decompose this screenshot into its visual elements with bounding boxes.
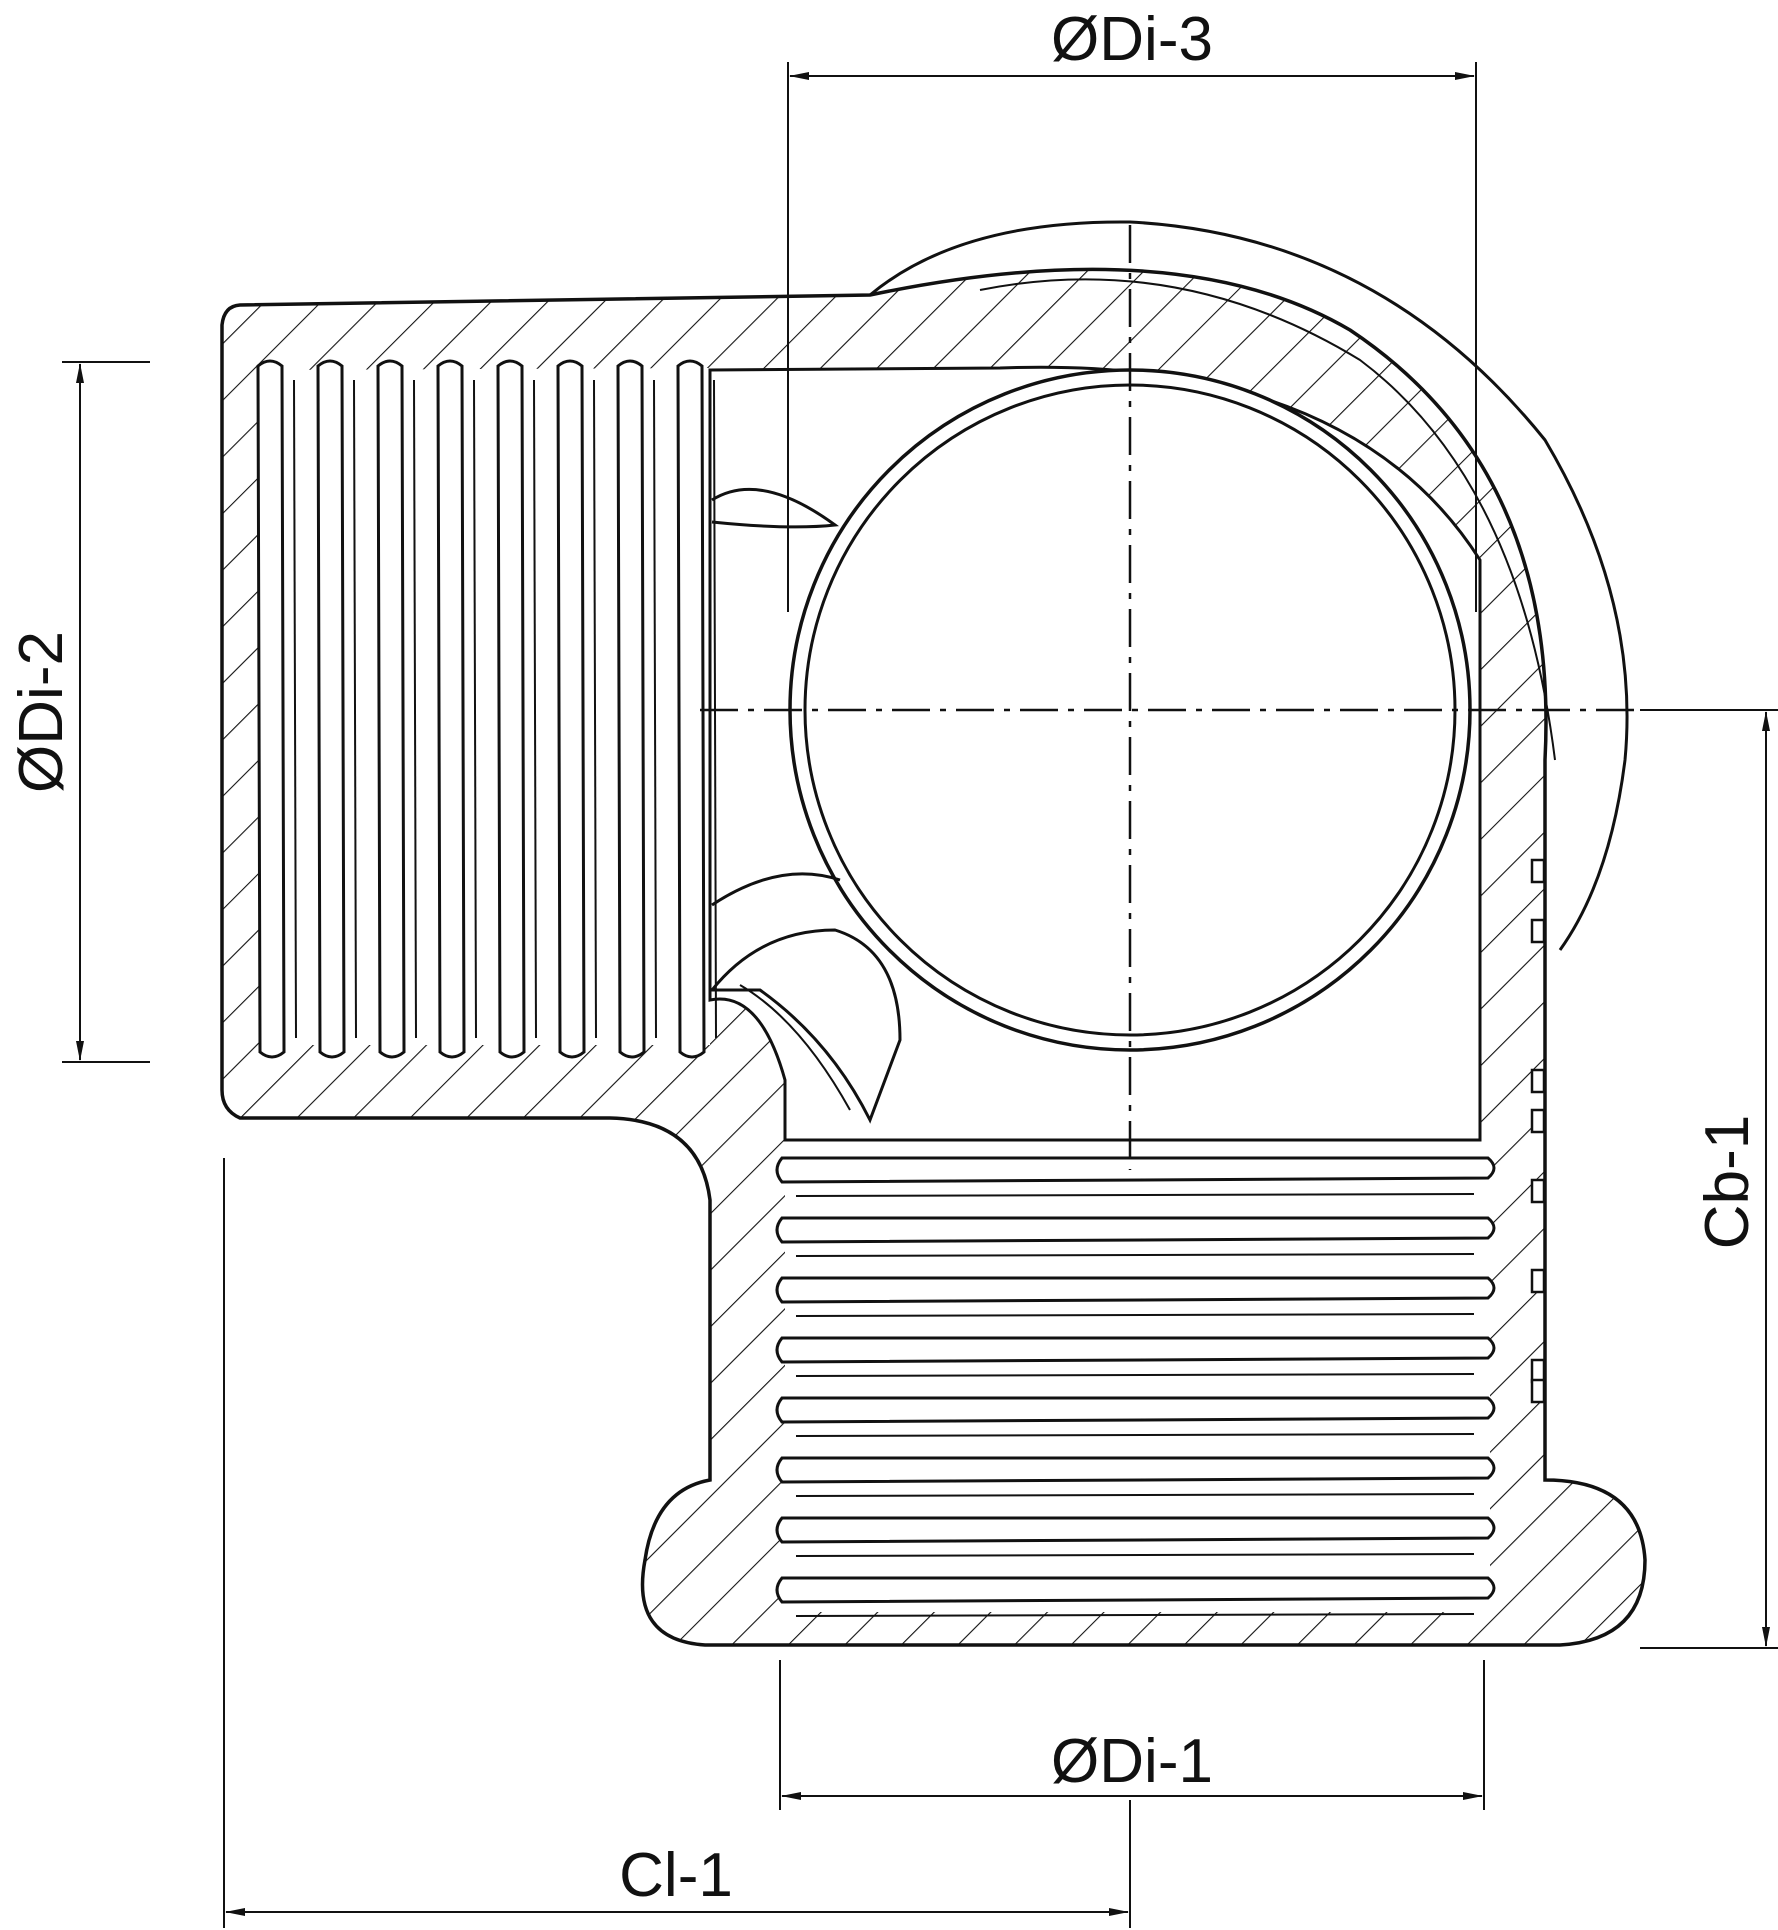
left-thread-crest: [676, 359, 706, 1059]
lower-port-edge: [739, 984, 851, 1111]
bottom-thread-root: [795, 1373, 1475, 1377]
left-thread-crest: [436, 359, 466, 1059]
lower-port-body: [708, 928, 902, 1124]
left-thread-root: [593, 379, 597, 1039]
left-thread-crest: [256, 359, 286, 1059]
left-thread-root: [353, 379, 357, 1039]
cb-1-label: Cb-1: [1693, 1115, 1762, 1249]
bottom-thread-crest: [775, 1456, 1496, 1484]
bottom-thread-crest: [775, 1516, 1496, 1544]
left-thread-root: [413, 379, 417, 1039]
left-thread-crest: [376, 359, 406, 1059]
lower-port-curve: [711, 872, 841, 907]
left-thread-root: [533, 379, 537, 1039]
bottom-thread-crest: [775, 1216, 1496, 1244]
bottom-thread-root: [795, 1253, 1475, 1257]
bottom-thread-crest: [775, 1396, 1496, 1424]
branch-inner-profile: [979, 278, 1556, 761]
surface-mark: [1530, 918, 1546, 944]
cl-1-label: Cl-1: [619, 1841, 733, 1910]
left-thread-root: [293, 379, 297, 1039]
left-thread-crest: [316, 359, 346, 1059]
bottom-thread-crest: [775, 1336, 1496, 1364]
bottom-thread: [775, 1156, 1496, 1617]
bottom-thread-root: [795, 1613, 1475, 1617]
surface-mark: [1530, 1108, 1546, 1134]
left-thread: [256, 359, 717, 1059]
surface-mark: [1530, 858, 1546, 884]
di-1-label: ØDi-1: [1051, 1727, 1213, 1796]
left-thread-crest: [616, 359, 646, 1059]
di-3-label: ØDi-3: [1051, 5, 1213, 74]
dimension-di-3: ØDi-3: [787, 5, 1477, 612]
dimension-cb-1: Cb-1: [1640, 709, 1778, 1649]
left-thread-crest: [496, 359, 526, 1059]
dimension-di-2: ØDi-2: [7, 361, 150, 1063]
surface-marks: [1530, 858, 1546, 1404]
bottom-thread-root: [795, 1493, 1475, 1497]
bottom-thread-root: [795, 1193, 1475, 1197]
bottom-thread-crest: [775, 1156, 1496, 1184]
bottom-thread-crest: [775, 1276, 1496, 1304]
surface-mark: [1530, 1358, 1546, 1384]
centre-lines: [700, 225, 1635, 1170]
surface-mark: [1530, 1178, 1546, 1204]
dimension-cl-1: Cl-1: [223, 1158, 1131, 1928]
left-thread-root: [653, 379, 657, 1039]
surface-mark: [1530, 1068, 1546, 1094]
upper-port-curve: [711, 487, 839, 529]
bottom-thread-crest: [775, 1576, 1496, 1604]
fitting-body: [220, 220, 1647, 1647]
bottom-thread-root: [795, 1433, 1475, 1437]
surface-mark: [1530, 1268, 1546, 1294]
bottom-thread-root: [795, 1313, 1475, 1317]
left-thread-root: [473, 379, 477, 1039]
bottom-thread-root: [795, 1553, 1475, 1557]
di-2-label: ØDi-2: [7, 631, 76, 793]
branch-outer-profile: [869, 220, 1629, 951]
dimension-di-1: ØDi-1: [779, 1660, 1485, 1810]
left-thread-cavity: [262, 368, 710, 1045]
surface-mark: [1530, 1378, 1546, 1404]
left-thread-crest: [556, 359, 586, 1059]
